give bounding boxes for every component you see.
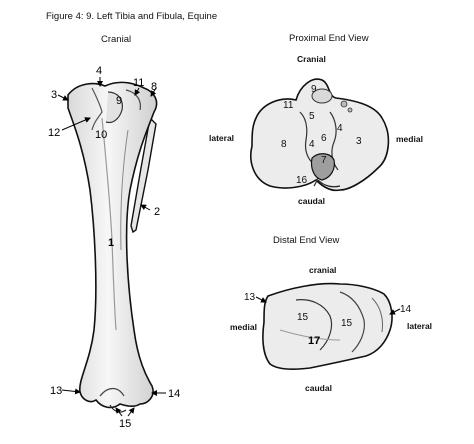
cranial-label-3: 3 — [51, 89, 57, 101]
figure-title: Figure 4: 9. Left Tibia and Fibula, Equi… — [46, 11, 218, 22]
distal-label-15-right: 15 — [341, 318, 353, 329]
proximal-label-11: 11 — [283, 100, 294, 111]
proximal-label-9: 9 — [311, 84, 317, 95]
cranial-view-bone — [67, 81, 158, 413]
proximal-label-4-medial: 4 — [337, 123, 343, 134]
proximal-orientation-medial: medial — [396, 134, 423, 144]
proximal-label-3: 3 — [356, 136, 362, 147]
distal-end-bone — [262, 282, 393, 370]
proximal-label-4-lateral: 4 — [309, 139, 315, 150]
distal-label-17: 17 — [308, 335, 320, 347]
distal-orientation-lateral: lateral — [407, 321, 433, 331]
proximal-end-labels: 9 11 5 4 6 8 4 3 7 16 — [281, 84, 362, 186]
proximal-label-5: 5 — [309, 111, 315, 122]
distal-end-labels: 13 14 15 15 17 — [244, 292, 412, 347]
cranial-label-1: 1 — [108, 237, 114, 249]
proximal-end-bone — [250, 78, 390, 192]
distal-view-title: Distal End View — [273, 235, 340, 246]
cranial-label-8: 8 — [151, 81, 157, 93]
distal-orientation-medial: medial — [230, 322, 257, 332]
cranial-view-leaders — [57, 77, 166, 417]
distal-label-13: 13 — [244, 292, 256, 303]
cranial-label-12: 12 — [48, 127, 60, 139]
distal-end-leaders — [255, 296, 401, 315]
distal-label-15-left: 15 — [297, 312, 309, 323]
cranial-view-title: Cranial — [101, 34, 132, 45]
distal-label-14: 14 — [400, 304, 412, 315]
cranial-label-13: 13 — [50, 385, 62, 397]
proximal-orientation-lateral: lateral — [209, 133, 235, 143]
proximal-label-7: 7 — [321, 155, 327, 166]
proximal-label-8: 8 — [281, 139, 287, 150]
cranial-view-labels: 3 4 11 8 9 12 10 2 1 13 14 15 — [48, 65, 180, 430]
proximal-label-6: 6 — [321, 133, 327, 144]
cranial-label-4: 4 — [96, 65, 102, 77]
distal-orientation-cranial: cranial — [309, 265, 337, 275]
distal-orientation-caudal: caudal — [305, 383, 332, 393]
proximal-orientation-caudal: caudal — [298, 196, 325, 206]
cranial-label-15: 15 — [119, 418, 131, 430]
cranial-label-11: 11 — [133, 77, 144, 89]
cranial-label-14: 14 — [168, 388, 180, 400]
cranial-label-2: 2 — [154, 206, 160, 218]
proximal-label-16: 16 — [296, 175, 308, 186]
cranial-label-10: 10 — [95, 129, 107, 141]
proximal-view-title: Proximal End View — [289, 33, 369, 44]
cranial-label-9: 9 — [116, 95, 122, 107]
proximal-orientation-cranial: Cranial — [297, 54, 326, 64]
